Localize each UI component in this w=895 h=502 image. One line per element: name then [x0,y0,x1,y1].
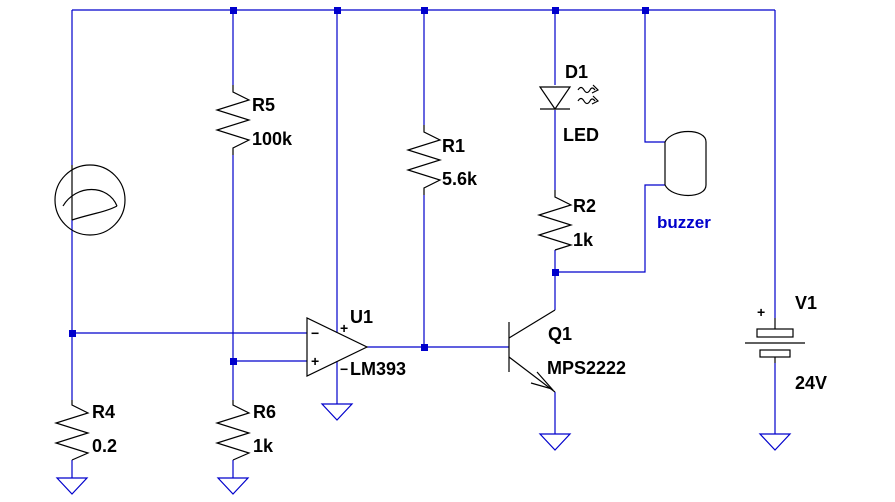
wire-buzzer-top [644,10,665,143]
resistor-r2: R2 1k [536,190,596,251]
d1-ref-label: D1 [565,62,588,82]
r1-ref-label: R1 [442,136,465,156]
voltage-source-v1: + V1 24V [745,293,827,393]
u1-noninverting-sign: + [311,353,319,369]
junction-dot [552,269,559,276]
u1-value-label: LM393 [350,359,406,379]
r6-ref-label: R6 [253,402,276,422]
transistor-q1: Q1 MPS2222 [508,309,626,393]
current-sensor-symbol [54,164,126,236]
resistor-r4: R4 0.2 [53,400,117,461]
r2-value-label: 1k [573,230,594,250]
junction-dot [421,344,428,351]
r6-value-label: 1k [253,436,274,456]
r5-value-label: 100k [252,129,293,149]
q1-value-label: MPS2222 [547,358,626,378]
u1-inverting-sign: − [311,325,319,341]
comparator-u1: − + + − U1 LM393 [306,307,406,379]
wire-buzzer-bottom [555,184,665,273]
junction-dot [642,7,649,14]
junction-dot [421,7,428,14]
ground-icon [216,477,250,495]
junction-dot [552,7,559,14]
resistor-r6: R6 1k [214,400,276,461]
light-emission-icon [577,86,596,105]
junction-dot [230,7,237,14]
buzzer-symbol: buzzer [657,130,711,232]
v1-ref-label: V1 [795,293,817,313]
ground-icon [538,433,572,451]
junction-dot [334,7,341,14]
r4-ref-label: R4 [92,402,115,422]
r1-value-label: 5.6k [442,169,478,189]
buzzer-label: buzzer [657,213,711,232]
led-d1: D1 LED [538,62,600,145]
ground-icon [320,403,354,421]
junction-dot [230,358,237,365]
r2-ref-label: R2 [573,196,596,216]
v1-plus-sign: + [757,304,765,320]
grounds [55,403,792,495]
q1-ref-label: Q1 [548,324,572,344]
u1-gnd-sign: − [340,361,348,377]
u1-vcc-sign: + [340,320,348,336]
junctions [69,7,649,365]
u1-ref-label: U1 [350,307,373,327]
resistor-r1: R1 5.6k [405,125,478,195]
v1-value-label: 24V [795,373,827,393]
ground-icon [758,433,792,451]
ground-icon [55,477,89,495]
wires [71,9,776,478]
r4-value-label: 0.2 [92,436,117,456]
resistor-r5: R5 100k [214,85,293,155]
r5-ref-label: R5 [252,95,275,115]
d1-value-label: LED [563,125,599,145]
junction-dot [69,330,76,337]
